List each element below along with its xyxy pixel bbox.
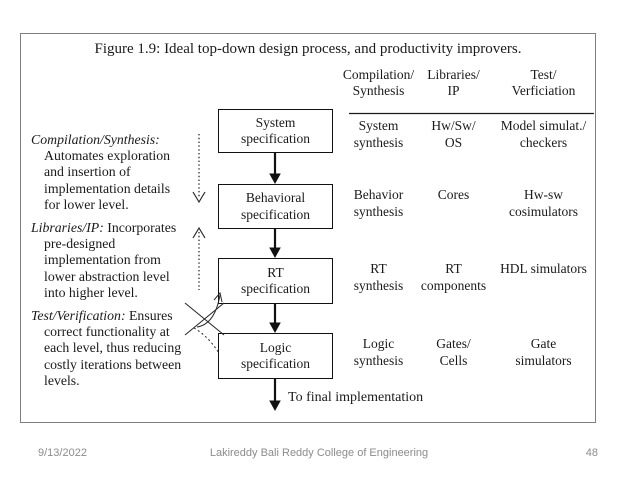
header-line: Test/ [530,67,557,82]
table-cell: HDL simulators [491,261,596,294]
cell-line: components [420,277,487,293]
table-cell: Model simulat./checkers [491,118,596,151]
note-line: into higher level. [44,284,138,300]
table-header-row: Compilation/ Synthesis Libraries/ IP Tes… [341,67,596,99]
table-header-compilation: Compilation/ Synthesis [341,67,416,99]
box-line: specification [241,206,310,222]
flow-box-logic-specification: Logic specification [218,333,333,379]
header-line: Verficiation [511,83,576,98]
cell-line: Model simulat./ [500,118,587,133]
note-term: Compilation/Synthesis: [31,132,160,147]
flow-box-behavioral-specification: Behavioral specification [218,184,333,229]
note-compilation-synthesis: Compilation/Synthesis:Automates explorat… [31,132,217,213]
note-line: Automates exploration [44,148,171,164]
cell-line: checkers [519,134,568,150]
note-lead-rest: Incorporates [103,220,177,236]
flow-box-system-specification: System specification [218,109,333,153]
footer-page-number: 48 [585,447,598,459]
cell-line: System [358,118,399,133]
footer-date: 9/13/2022 [38,447,87,459]
down-arrow-icon [269,304,281,333]
box-line: Behavioral [245,190,306,205]
cell-line: Behavior [353,187,404,202]
header-line: Libraries/ [427,67,480,82]
cell-line: cosimulators [509,203,578,219]
cell-line: synthesis [353,134,404,150]
box-line: RT [267,264,284,280]
down-arrow-icon [269,229,281,258]
note-line: correct functionality at [44,324,170,340]
down-arrow-icon [269,379,281,411]
cell-line: synthesis [353,352,404,368]
box-line: System [255,114,296,130]
cell-line: Gate [530,336,557,351]
down-arrow-icon [269,153,281,184]
note-line: each level, thus reducing [44,340,182,356]
final-implementation-label: To final implementation [288,390,424,405]
cell-line: OS [444,134,463,150]
note-line: for lower level. [44,196,129,212]
header-line: IP [447,83,460,98]
table-header-test: Test/ Verficiation [491,67,596,99]
table-cell: Gates/Cells [416,336,491,369]
figure-frame: Figure 1.9: Ideal top-down design proces… [20,33,596,423]
definitions-block: Compilation/Synthesis:Automates explorat… [31,132,217,396]
cell-line: HDL simulators [500,261,587,276]
note-term: Libraries/IP: [31,220,104,236]
cell-line: Cores [437,187,470,202]
note-term: Test/Verification: [31,308,126,324]
note-line: implementation details [44,180,171,196]
table-cell: Hw/Sw/OS [416,118,491,151]
box-line: specification [241,131,310,146]
cell-line: synthesis [353,203,404,219]
header-line: Synthesis [352,83,405,98]
note-line: lower abstraction level [44,268,170,284]
note-lead-rest: Ensures [125,308,173,324]
footer-institution: Lakireddy Bali Reddy College of Engineer… [209,447,429,459]
note-line: pre-designed [44,236,116,252]
header-line: Compilation/ [342,67,415,82]
cell-line: Logic [362,336,395,351]
cell-line: Hw-sw [524,187,563,202]
cell-line: synthesis [353,277,404,293]
note-line: levels. [44,372,80,388]
flow-box-rt-specification: RT specification [218,258,333,304]
note-line: and insertion of [44,164,131,180]
note-line: implementation from [44,252,161,268]
cell-line: Gates/ [436,336,471,351]
figure-title: Figure 1.9: Ideal top-down design proces… [94,41,522,57]
box-line: Logic [259,339,292,355]
cell-line: RT [370,261,387,276]
table-header-libraries: Libraries/ IP [416,67,491,99]
cell-line: simulators [515,352,572,368]
table-cell: Cores [416,187,491,220]
box-line: specification [241,356,310,371]
cell-line: Hw/Sw/ [431,118,476,133]
box-line: specification [241,281,310,296]
cell-line: Cells [439,352,468,368]
note-line: costly iterations between [44,356,182,372]
cell-line: RT [445,261,462,276]
